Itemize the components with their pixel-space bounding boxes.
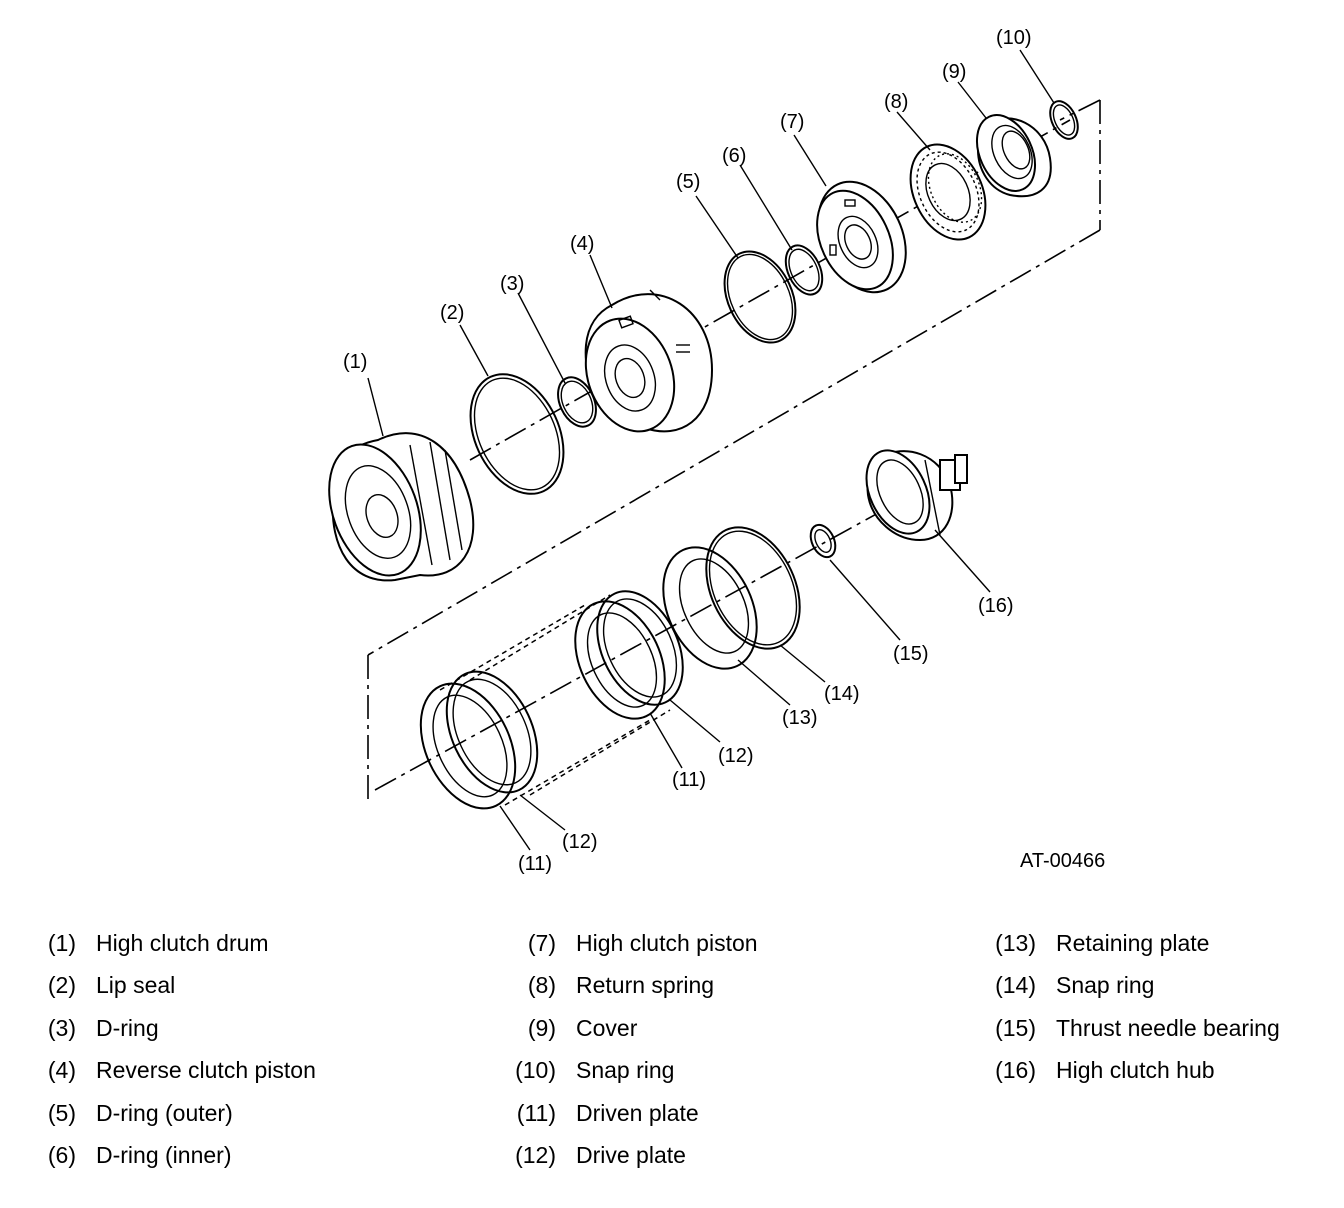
assembly-frame xyxy=(367,99,1101,803)
legend-label: D-ring (outer) xyxy=(96,1099,233,1126)
snap-ring-14-part xyxy=(705,526,801,650)
legend-label: D-ring xyxy=(96,1014,159,1041)
high-clutch-piston-part xyxy=(816,180,907,294)
callout-2: (2) xyxy=(440,302,464,324)
callout-11-lower: (11) xyxy=(518,853,552,875)
legend-number: (3) xyxy=(47,1014,76,1041)
legend-number: (11) xyxy=(516,1099,556,1126)
legend-number: (16) xyxy=(995,1057,1036,1084)
legend-label: Driven plate xyxy=(576,1099,699,1126)
plate-guide-lines xyxy=(439,594,671,806)
legend-number: (8) xyxy=(527,972,556,999)
high-clutch-hub-part xyxy=(865,449,968,542)
high-clutch-drum-part xyxy=(328,432,475,582)
legend-label: Snap ring xyxy=(1056,972,1155,999)
leader-lines xyxy=(367,49,1055,851)
legend-label: Retaining plate xyxy=(1056,930,1210,956)
legend-label: High clutch hub xyxy=(1056,1057,1215,1084)
legend-number: (12) xyxy=(515,1141,556,1168)
callout-10: (10) xyxy=(996,27,1032,49)
reverse-clutch-piston-part xyxy=(584,289,714,433)
callout-14: (14) xyxy=(824,683,860,705)
legend-number: (13) xyxy=(995,930,1036,956)
plate-group-upper-part xyxy=(574,590,684,720)
legend-label: High clutch piston xyxy=(576,930,758,956)
legend-label: Snap ring xyxy=(576,1057,675,1084)
legend-label: Lip seal xyxy=(96,972,176,999)
d-ring-outer-part xyxy=(723,250,797,344)
legend-number: (1) xyxy=(47,930,76,956)
snap-ring-10-part xyxy=(1049,100,1079,140)
legend-label: D-ring (inner) xyxy=(96,1141,232,1168)
legend-label: Return spring xyxy=(576,972,715,999)
lower-center-axis xyxy=(374,489,921,791)
callout-6: (6) xyxy=(722,145,746,167)
callout-3: (3) xyxy=(500,273,524,295)
legend-number: (6) xyxy=(47,1141,76,1168)
callout-1: (1) xyxy=(343,351,367,373)
legend-number: (10) xyxy=(515,1057,556,1084)
legend-number: (14) xyxy=(995,972,1036,999)
callout-4: (4) xyxy=(570,233,594,255)
figure-code: AT-00466 xyxy=(1020,850,1105,872)
cover-part xyxy=(975,114,1052,198)
d-ring-inner-part xyxy=(784,244,824,296)
callout-8: (8) xyxy=(884,91,908,113)
legend-number: (2) xyxy=(47,972,76,999)
legend-label: Drive plate xyxy=(576,1141,686,1168)
upper-center-axis xyxy=(469,119,1071,461)
exploded-view-diagram: (1) (2) (3) (4) (5) (6) (7) (8) (9) (10)… xyxy=(328,27,1105,875)
plate-group-lower-part xyxy=(419,670,539,810)
legend-number: (9) xyxy=(527,1014,556,1041)
callout-12-lower: (12) xyxy=(562,831,598,853)
legend-label: High clutch drum xyxy=(96,930,269,956)
parts-legend: (1) High clutch drum (2) Lip seal (3) D-rin… xyxy=(0,922,1344,1192)
callout-12-upper: (12) xyxy=(718,745,754,767)
legend-number: (15) xyxy=(995,1014,1036,1041)
legend-label: Reverse clutch piston xyxy=(96,1057,316,1084)
callout-16: (16) xyxy=(978,595,1014,617)
legend-number: (7) xyxy=(527,930,556,956)
callout-5: (5) xyxy=(676,171,700,193)
legend-label: Thrust needle bearing xyxy=(1056,1014,1280,1041)
lip-seal-part xyxy=(469,373,565,495)
callout-15: (15) xyxy=(893,643,929,665)
callout-11-upper: (11) xyxy=(672,769,706,791)
legend-label: Cover xyxy=(576,1014,638,1041)
legend-number: (4) xyxy=(47,1057,76,1084)
callout-9: (9) xyxy=(942,61,966,83)
callout-13: (13) xyxy=(782,707,818,729)
callout-7: (7) xyxy=(780,111,804,133)
callout-labels: (1) (2) (3) (4) (5) (6) (7) (8) (9) (10)… xyxy=(343,27,1032,875)
legend-number: (5) xyxy=(47,1099,76,1126)
retaining-plate-part xyxy=(662,546,758,670)
thrust-needle-bearing-part xyxy=(809,523,837,559)
